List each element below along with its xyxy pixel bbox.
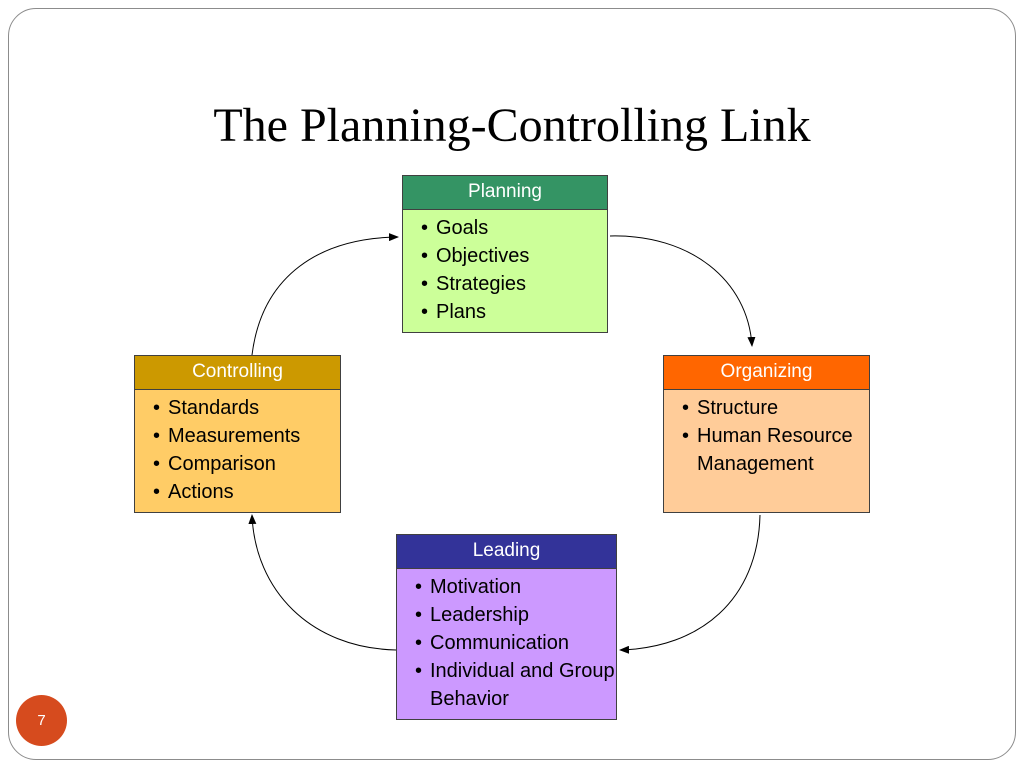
planning-items: • Goals • Objectives • Strategies • Plans [403, 210, 607, 326]
planning-item: • Objectives [421, 242, 607, 270]
bullet-icon: • [421, 217, 429, 239]
arrow-planning-to-organizing [609, 235, 756, 347]
controlling-item-label: Comparison [168, 453, 276, 475]
slide-number-badge: 7 [16, 695, 67, 746]
controlling-item: • Actions [153, 478, 340, 506]
planning-item: • Goals [421, 214, 607, 242]
planning-item: • Strategies [421, 270, 607, 298]
planning-item-label: Plans [436, 301, 487, 323]
bullet-icon: • [682, 425, 690, 447]
bullet-icon: • [421, 273, 429, 295]
controlling-header: Controlling [135, 356, 340, 390]
bullet-icon: • [415, 632, 423, 654]
leading-item-label: Motivation [430, 576, 522, 598]
planning-item: • Plans [421, 298, 607, 326]
controlling-items: • Standards • Measurements • Comparison • Actio… [135, 390, 340, 506]
organizing-header: Organizing [664, 356, 869, 390]
arrow-leading-to-controlling [248, 514, 397, 651]
bullet-icon: • [153, 481, 161, 503]
controlling-item: • Measurements [153, 422, 340, 450]
leading-item-label: Individual and Group Behavior [430, 660, 615, 710]
arrow-organizing-to-leading [619, 514, 761, 654]
bullet-icon: • [415, 604, 423, 626]
controlling-item: • Standards [153, 394, 340, 422]
organizing-item-label: Structure [697, 397, 779, 419]
organizing-item: • Human Resource Management [682, 422, 869, 478]
bullet-icon: • [421, 301, 429, 323]
organizing-items: • Structure • Human Resource Management [664, 390, 869, 478]
planning-item-label: Goals [436, 217, 489, 239]
planning-header: Planning [403, 176, 607, 210]
leading-item: • Individual and Group Behavior [415, 657, 616, 713]
controlling-item-label: Measurements [168, 425, 301, 447]
bullet-icon: • [682, 397, 690, 419]
planning-box: Planning • Goals • Objectives • Strategies • Pl… [402, 175, 608, 333]
bullet-icon: • [415, 660, 423, 682]
bullet-icon: • [415, 576, 423, 598]
bullet-icon: • [153, 453, 161, 475]
leading-header: Leading [397, 535, 616, 569]
leading-item-label: Communication [430, 632, 569, 654]
leading-items: • Motivation • Leadership • Communication • Ind… [397, 569, 616, 713]
bullet-icon: • [421, 245, 429, 267]
controlling-box: Controlling • Standards • Measurements • Comp… [134, 355, 341, 513]
leading-item: • Motivation [415, 573, 616, 601]
controlling-item-label: Actions [168, 481, 234, 503]
controlling-item-label: Standards [168, 397, 260, 419]
slide-title: The Planning-Controlling Link [213, 99, 811, 152]
organizing-box: Organizing • Structure • Human Resource Man… [663, 355, 870, 513]
planning-item-label: Strategies [436, 273, 527, 295]
arrow-controlling-to-planning [251, 233, 399, 356]
leading-item: • Leadership [415, 601, 616, 629]
leading-box: Leading • Motivation • Leadership • Communica… [396, 534, 617, 720]
leading-item: • Communication [415, 629, 616, 657]
organizing-item-label: Human Resource Management [697, 425, 853, 475]
bullet-icon: • [153, 425, 161, 447]
bullet-icon: • [153, 397, 161, 419]
leading-item-label: Leadership [430, 604, 529, 626]
planning-item-label: Objectives [436, 245, 530, 267]
controlling-item: • Comparison [153, 450, 340, 478]
organizing-item: • Structure [682, 394, 869, 422]
